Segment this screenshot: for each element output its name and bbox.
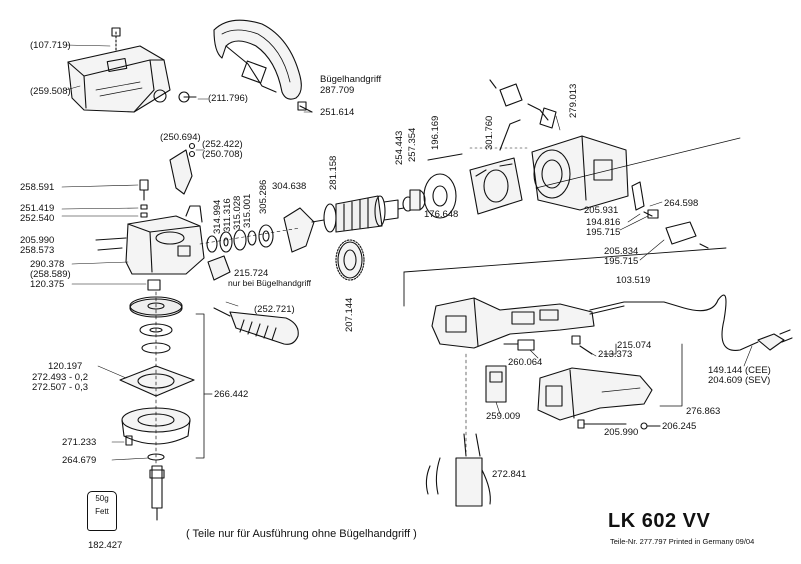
label-205990-left: 205.990 <box>20 235 55 246</box>
label-252721: (252.721) <box>254 304 295 315</box>
label-272507: 272.507 - 0,3 <box>32 382 88 393</box>
note-parts-without-loop-handle: ( Teile nur für Ausführung ohne Bügelhan… <box>186 528 417 540</box>
gear-cover-part <box>67 27 171 113</box>
label-257354: 257.354 <box>407 127 418 162</box>
label-211796: (211.796) <box>208 93 248 104</box>
switch-259009 <box>485 365 507 403</box>
model-title: LK 602 VV <box>608 510 711 532</box>
label-260064: 260.064 <box>508 357 543 368</box>
screw-213373 <box>571 335 593 355</box>
nut-206245 <box>640 422 648 430</box>
label-276863: 276.863 <box>686 406 721 417</box>
label-251614: 251.614 <box>320 107 355 118</box>
field-coil-301760 <box>469 119 523 215</box>
label-272841: 272.841 <box>492 469 527 480</box>
label-213373: 213.373 <box>598 349 633 360</box>
baffle-176648 <box>423 173 457 219</box>
label-205990-right: 205.990 <box>604 427 639 438</box>
bearing-stack <box>199 207 315 253</box>
label-287709: 287.709 <box>320 85 355 96</box>
screw-211796 <box>178 91 197 103</box>
label-buegelhandgriff: Bügelhandgriff <box>320 74 382 85</box>
label-252540: 252.540 <box>20 213 55 224</box>
bracket-215724 <box>207 255 231 281</box>
label-215724: 215.724 <box>234 268 269 279</box>
label-258573: 258.573 <box>20 245 55 256</box>
label-182427: 182.427 <box>88 540 123 551</box>
label-258591: 258.591 <box>20 182 55 193</box>
label-272493: 272.493 - 0,2 <box>32 372 88 383</box>
label-259508: (259.508) <box>30 86 71 97</box>
brush-parts <box>489 79 557 129</box>
power-cable-103519 <box>589 294 793 351</box>
label-215074: 215.074 <box>617 340 652 351</box>
label-290378: 290.378 <box>30 259 65 270</box>
spindle-shaft <box>149 465 165 521</box>
label-264598: 264.598 <box>664 198 699 209</box>
label-196169: 196.169 <box>430 115 441 150</box>
bearing-flange-120197 <box>119 365 195 397</box>
label-259009: 259.009 <box>486 411 521 422</box>
label-120375: 120.375 <box>30 279 65 290</box>
pin-196169 <box>427 153 463 161</box>
label-264679: 264.679 <box>62 455 97 466</box>
label-nur-bei-buegelhandgriff: nur bei Bügelhandgriff <box>228 278 312 288</box>
label-103519: 103.519 <box>616 275 651 286</box>
label-305286: 305.286 <box>258 179 269 214</box>
screw-258591 <box>139 179 149 218</box>
label-195715a: 195.715 <box>586 227 621 238</box>
grease-amount: 50g <box>95 494 109 503</box>
switch-parts <box>631 181 709 249</box>
flange-120375 <box>147 279 161 291</box>
label-250708: (250.708) <box>202 149 243 160</box>
label-206245: 206.245 <box>662 421 697 432</box>
electronics-272841 <box>425 433 491 507</box>
label-252422: (252.422) <box>202 139 243 150</box>
pinion-207144 <box>335 239 365 281</box>
label-250694: (250.694) <box>160 132 201 143</box>
armature-281158 <box>311 195 405 233</box>
auxiliary-handle <box>213 307 299 345</box>
label-251419: 251.419 <box>20 203 55 214</box>
gear-head-part <box>125 205 205 275</box>
label-301760: 301.760 <box>484 115 495 150</box>
leader-lines <box>61 44 753 461</box>
label-204609: 204.609 (SEV) <box>708 375 771 386</box>
label-271233: 271.233 <box>62 437 97 448</box>
screw-271233 <box>125 435 133 446</box>
label-279013: 279.013 <box>568 83 579 118</box>
label-120197: 120.197 <box>48 361 83 372</box>
label-195715b: 195.715 <box>604 256 639 267</box>
label-194816: 194.816 <box>586 217 621 228</box>
label-281158: 281.158 <box>328 155 339 190</box>
handle-cover-276863 <box>537 367 653 421</box>
bracket-250694 <box>169 142 196 195</box>
label-258589: (258.589) <box>30 269 71 280</box>
label-205834: 205.834 <box>604 246 639 257</box>
grease-label: Fett <box>95 507 109 516</box>
label-205931: 205.931 <box>584 205 619 216</box>
grease-container: 50g Fett <box>87 491 117 531</box>
label-149144: 149.144 (CEE) <box>708 365 771 376</box>
label-266442: 266.442 <box>214 389 249 400</box>
part-number-footer: Teile-Nr. 277.797 Printed in Germany 09/… <box>610 537 755 546</box>
screw-205990-left <box>95 237 127 251</box>
label-207144: 207.144 <box>344 297 355 332</box>
label-107719: (107.719) <box>30 40 71 51</box>
label-254443: 254.443 <box>394 130 405 165</box>
label-304638: 304.638 <box>272 181 307 192</box>
part-260064 <box>517 339 535 351</box>
label-315001: 315.001 <box>242 193 253 228</box>
label-176648: 176.648 <box>424 209 459 220</box>
handle-housing-half <box>431 297 595 349</box>
motor-housing-279013 <box>531 135 629 211</box>
loop-handle-part <box>213 19 313 113</box>
